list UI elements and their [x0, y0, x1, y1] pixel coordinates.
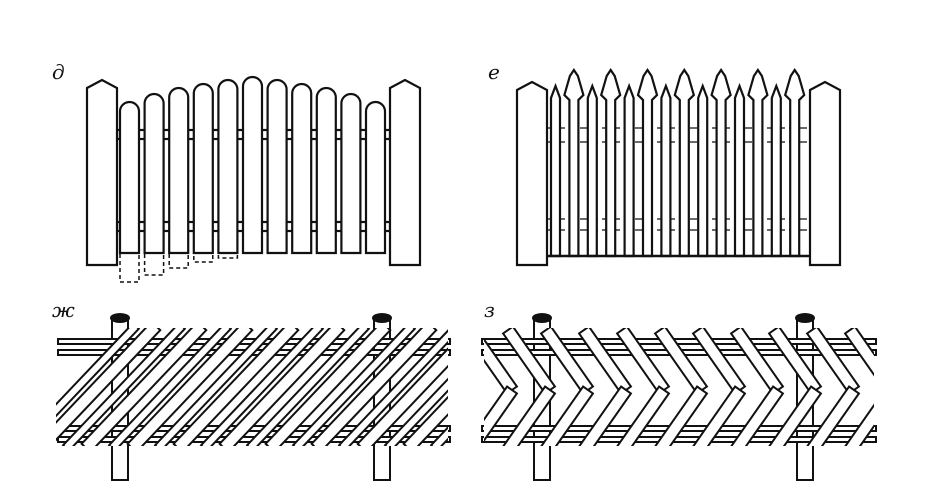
- panel-label-zh: ж: [52, 298, 75, 322]
- picket: [563, 68, 585, 258]
- panel-label-e: е: [488, 60, 500, 84]
- picket: [586, 82, 598, 258]
- picket-extension: [119, 252, 140, 283]
- lattice-slat-back: [429, 426, 448, 446]
- post-left: [85, 78, 119, 267]
- herringbone-slat-lower: [692, 385, 747, 446]
- lattice-slat-front: [310, 328, 438, 446]
- lattice-slat-front: [218, 328, 346, 446]
- herringbone-slat-lower: [730, 385, 785, 446]
- picket: [241, 75, 264, 255]
- lattice-slat-front: [80, 328, 208, 446]
- picket: [673, 68, 696, 258]
- picket: [710, 68, 732, 258]
- picket: [783, 68, 806, 258]
- picket: [733, 82, 746, 258]
- herringbone-slat-lower: [540, 385, 595, 446]
- herringbone-slat-upper: [539, 328, 595, 395]
- lattice-slat-back: [107, 328, 233, 446]
- lattice-slat-front: [56, 328, 162, 442]
- post-left: [515, 80, 549, 267]
- herringbone-slat-lower: [768, 385, 823, 446]
- herringbone-slat-lower: [654, 385, 709, 446]
- picket: [340, 92, 362, 255]
- herringbone-slat-upper: [843, 328, 874, 377]
- herringbone-slat-lower: [806, 385, 861, 446]
- lattice-slat-back: [153, 328, 279, 446]
- herringbone-slat-upper: [767, 328, 823, 395]
- lattice-slat-back: [291, 328, 417, 446]
- lattice-slat-back: [245, 328, 371, 446]
- panel-label-d: д: [52, 60, 65, 84]
- panel-label-z: з: [484, 298, 495, 322]
- picket: [143, 92, 165, 255]
- herringbone-slat-lower: [502, 385, 557, 446]
- picket: [697, 82, 709, 258]
- lattice-slat-back: [56, 328, 141, 418]
- herringbone-slat-upper: [577, 328, 633, 395]
- picket: [291, 82, 313, 255]
- herringbone-slat-upper: [729, 328, 785, 395]
- herringbone-slat-lower: [616, 385, 671, 446]
- herringbone-slat-upper: [484, 337, 519, 395]
- herringbone-slat-upper: [615, 328, 671, 395]
- lattice-slat-back: [337, 329, 448, 446]
- herringbone-slat-lower: [484, 385, 519, 443]
- picket: [168, 86, 190, 255]
- picket-group: [549, 68, 806, 258]
- panel-e-pointed-picket-fence: [515, 68, 842, 267]
- picket: [315, 86, 337, 255]
- picket: [192, 82, 214, 255]
- panel-z-herringbone-lattice-fence: [481, 313, 930, 481]
- herringbone-slat-upper: [501, 328, 557, 395]
- lattice-slat-back: [61, 328, 187, 446]
- picket: [364, 100, 387, 255]
- herringbone-slat-lower: [844, 403, 874, 446]
- picket: [747, 68, 769, 258]
- slat-group: [56, 328, 448, 446]
- picket: [118, 100, 141, 255]
- picket-extension: [143, 252, 165, 276]
- rail-group: [547, 127, 810, 231]
- lattice-slat-front: [356, 347, 448, 446]
- herringbone-slat-upper: [883, 327, 930, 394]
- herringbone-slat-lower: [578, 385, 633, 446]
- picket: [266, 78, 288, 255]
- picket: [660, 82, 672, 258]
- picket-group: [118, 75, 387, 255]
- picket-extension: [193, 252, 214, 263]
- lattice-slat-back: [383, 377, 448, 446]
- lattice-slat-front: [264, 328, 392, 446]
- herringbone-slat-upper: [653, 328, 709, 395]
- picket: [217, 78, 239, 255]
- lattice-slat-front: [126, 328, 254, 446]
- picket: [623, 82, 635, 258]
- picket: [549, 82, 562, 258]
- herringbone-slat-upper: [805, 328, 861, 395]
- post-right: [388, 78, 422, 267]
- lattice-slat-back: [199, 328, 325, 446]
- picket-extension: [217, 252, 239, 259]
- panel-d-arched-picket-fence: [85, 75, 422, 283]
- horizontal-rail: [481, 338, 877, 345]
- herringbone-slat-lower: [883, 387, 930, 454]
- post-right: [808, 80, 842, 267]
- lattice-slat-front: [402, 395, 448, 446]
- picket: [770, 82, 782, 258]
- lattice-slat-front: [172, 328, 300, 446]
- picket-extension-group: [119, 252, 239, 283]
- picket: [636, 68, 659, 258]
- herringbone-slat-upper: [691, 328, 747, 395]
- panel-zh-diagonal-lattice-fence: [56, 313, 451, 481]
- horizontal-rail: [481, 436, 877, 443]
- slat-group: [484, 327, 930, 454]
- picket: [599, 68, 622, 258]
- picket-extension: [168, 252, 189, 269]
